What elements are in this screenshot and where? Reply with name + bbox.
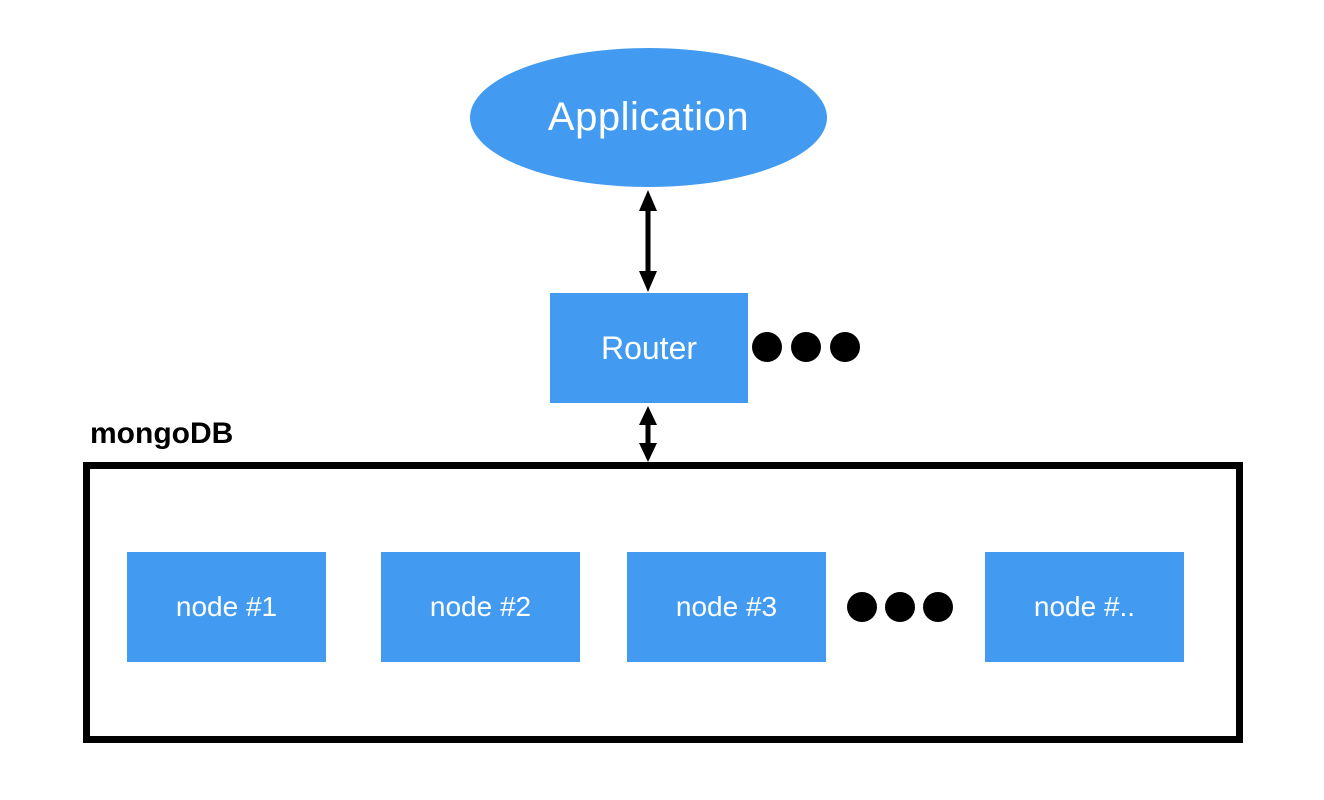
router-label: Router [600, 329, 698, 366]
node-2-rect: node #2 [381, 552, 580, 662]
node-1-label: node #1 [175, 591, 278, 622]
node-3-label: node #3 [675, 591, 778, 622]
application-ellipse: Application [470, 48, 827, 187]
dot-icon [923, 592, 953, 622]
dot-icon [791, 332, 821, 362]
router-rect: Router [550, 293, 748, 403]
application-label: Application [547, 95, 750, 139]
dot-icon [847, 592, 877, 622]
node-ellipsis-dots-icon [847, 592, 953, 622]
double-arrow-app-router-icon [639, 190, 657, 292]
node-n-label: node #.. [1033, 591, 1136, 622]
cluster-label: mongoDB [90, 417, 234, 450]
node-n-rect: node #.. [985, 552, 1184, 662]
double-arrow-router-cluster-icon [639, 406, 657, 462]
dot-icon [752, 332, 782, 362]
node-3-rect: node #3 [627, 552, 826, 662]
router-ellipsis-dots-icon [752, 332, 860, 362]
dot-icon [830, 332, 860, 362]
dot-icon [885, 592, 915, 622]
node-2-label: node #2 [429, 591, 532, 622]
node-1-rect: node #1 [127, 552, 326, 662]
